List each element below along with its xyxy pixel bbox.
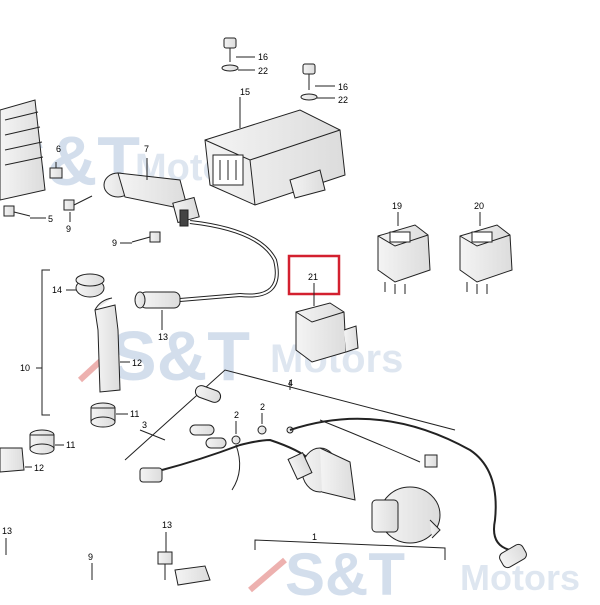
callout-15: 15 [240, 87, 250, 97]
bolt-6 [49, 162, 63, 179]
ignition-coil-7 [103, 172, 200, 227]
starter-relay [287, 447, 356, 501]
callout-22-right: 22 [338, 95, 348, 105]
callout-6: 6 [56, 144, 61, 154]
rectifier-left [0, 99, 46, 201]
ht-lead [179, 220, 279, 302]
callout-4: 4 [288, 378, 293, 388]
bolt-9-upper [63, 195, 93, 211]
harness-wire-a [161, 438, 311, 471]
watermark-swoosh-bottom [248, 557, 287, 593]
bracket-1 [254, 539, 446, 560]
callout-13-upper: 13 [158, 332, 168, 342]
callout-21: 21 [308, 272, 318, 282]
spark-plug-boot-12 [94, 297, 121, 393]
watermark-brand-bottom: S&T [285, 541, 405, 600]
relay-21 [295, 302, 359, 363]
callout-16-right: 16 [338, 82, 348, 92]
end-connector [499, 543, 527, 569]
bolt-16-left [221, 37, 255, 72]
callout-12-upper: 12 [132, 358, 142, 368]
callout-13-lower: 13 [2, 526, 12, 536]
callout-20: 20 [474, 201, 484, 211]
watermark-bottom: S&T Motors [248, 541, 580, 605]
callout-16-left: 16 [258, 52, 268, 62]
bolt-16-right [300, 63, 335, 101]
bolt-5 [3, 205, 31, 217]
watermark-suffix-bottom: Motors [460, 557, 580, 598]
bracket-4 [124, 369, 456, 461]
bolt-9-lower [131, 231, 161, 243]
bottom-bracket [174, 565, 211, 586]
callout-22-left: 22 [258, 66, 268, 76]
callout-19: 19 [392, 201, 402, 211]
callout-5: 5 [48, 214, 53, 224]
relay-19 [377, 224, 431, 294]
callout-14: 14 [52, 285, 62, 295]
callout-9-bottom: 9 [88, 552, 93, 562]
harness-wire-c [231, 444, 241, 491]
bracket-10 [41, 269, 50, 416]
sleeve-11-lower [29, 429, 55, 455]
callout-2-left: 2 [234, 410, 239, 420]
plug-cap-13 [134, 291, 181, 309]
callout-3: 3 [142, 420, 147, 430]
callout-9-lower: 9 [112, 238, 117, 248]
sleeve-11-upper [90, 402, 116, 428]
callout-12-lower: 12 [34, 463, 44, 473]
callout-2-right: 2 [260, 402, 265, 412]
callout-13-bottom: 13 [162, 520, 172, 530]
watermark-brand-middle: S&T [110, 317, 250, 395]
horn [371, 486, 441, 544]
callout-11-upper: 11 [130, 409, 139, 419]
boot-12-lower [0, 447, 25, 473]
control-unit-15 [204, 109, 346, 206]
bolt-13-bottom [157, 551, 173, 580]
wire-connectors [139, 385, 438, 483]
callout-7: 7 [144, 144, 149, 154]
relay-20 [459, 224, 513, 294]
callout-11-lower: 11 [66, 440, 75, 450]
harness-wire-b [289, 417, 511, 551]
seal-14 [75, 273, 105, 298]
callout-9-upper: 9 [66, 224, 71, 234]
callout-10: 10 [20, 363, 30, 373]
callout-1: 1 [312, 532, 317, 542]
